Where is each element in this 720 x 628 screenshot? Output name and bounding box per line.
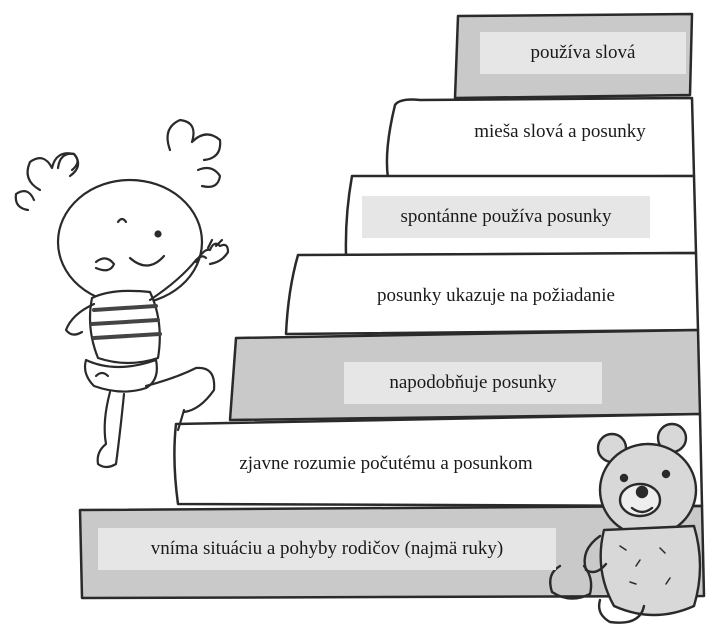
step-7-label: používa slová xyxy=(480,32,686,74)
step-3-label: napodobňuje posunky xyxy=(344,362,602,404)
girl-climbing-illustration xyxy=(16,120,228,467)
step-2-label: zjavne rozumie počutému a posunkom xyxy=(196,452,576,476)
step-6-label: mieša slová a posunky xyxy=(430,120,690,144)
step-4-label: posunky ukazuje na požiadanie xyxy=(336,284,656,308)
step-5-label: spontánne používa posunky xyxy=(362,196,650,238)
step-1-label: vníma situáciu a pohyby rodičov (najmä r… xyxy=(98,528,556,570)
